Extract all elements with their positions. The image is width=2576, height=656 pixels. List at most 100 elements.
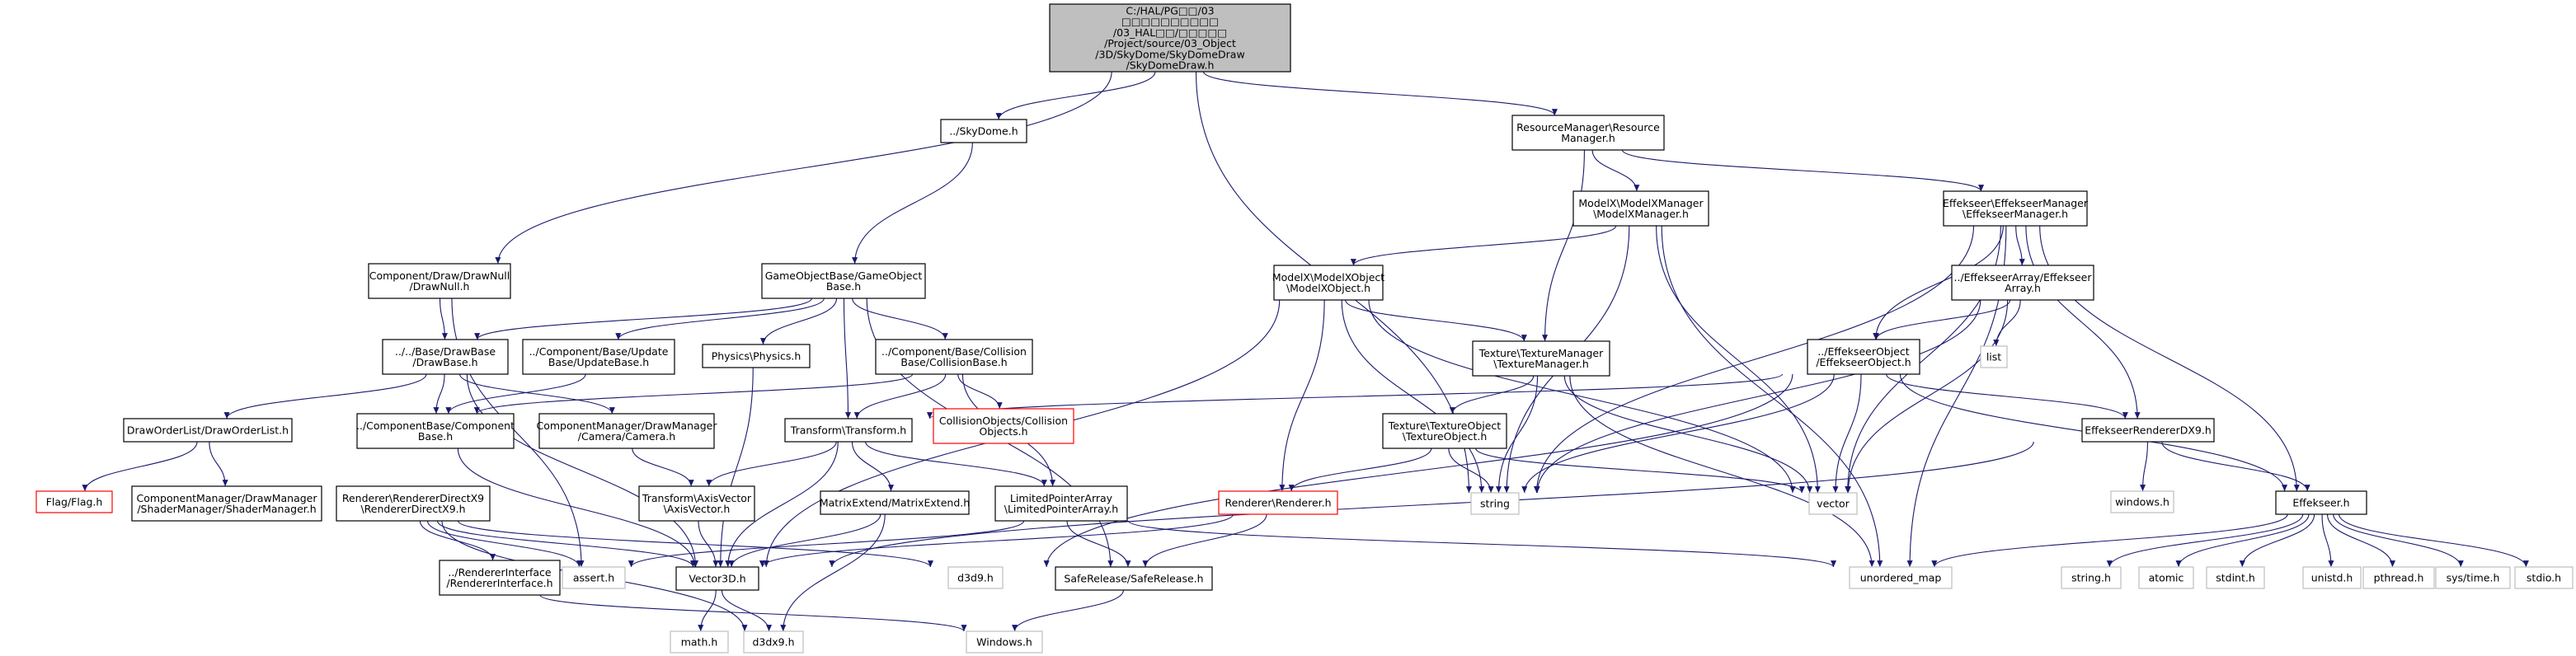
node-string-label-line: string [1480, 498, 1510, 510]
node-shadermgr[interactable]: ComponentManager/DrawManager/ShaderManag… [131, 485, 322, 522]
edge-rendererdx9-to-assert [426, 520, 582, 568]
node-vector3d[interactable]: Vector3D.h [675, 566, 759, 591]
node-modelxobj-label-line: ModelX\ModelXObject [1272, 271, 1384, 283]
edge-rendererdx9-to-vector3d [436, 520, 696, 568]
node-skydome[interactable]: ../SkyDome.h [940, 119, 1027, 143]
node-assert-label-line: assert.h [573, 572, 614, 584]
edge-effmgr-to-effrenderer [2025, 225, 2141, 419]
edge-texobj-to-string [1448, 447, 1494, 494]
node-texobj[interactable]: Texture\TextureObject\TextureObject.h [1382, 413, 1507, 449]
node-effekseer[interactable]: Effekseer.h [2275, 490, 2367, 515]
node-matrixextend-label-line: MatrixExtend/MatrixExtend.h [820, 497, 970, 509]
node-root[interactable]: C:/HAL/PG□□/03□□□□□□□□□□/03_HAL□□/□□□□□/… [1049, 3, 1291, 73]
node-limitedptr[interactable]: LimitedPointerArray\LimitedPointerArray.… [994, 485, 1128, 522]
node-drawbase-box [382, 339, 509, 375]
node-renderer[interactable]: Renderer\Renderer.h [1218, 490, 1338, 515]
node-drawlist[interactable]: DrawOrderList/DrawOrderList.h [123, 418, 293, 443]
edge-effrenderer-to-windows_lc [2140, 441, 2148, 492]
node-rendererdx9-label-line: Renderer\RendererDirectX9 [342, 492, 484, 504]
node-vector-box [1808, 492, 1858, 515]
node-transform-box [784, 418, 913, 443]
edge-root-to-drawnull [495, 71, 1112, 265]
node-matrixextend[interactable]: MatrixExtend/MatrixExtend.h [820, 490, 970, 515]
node-texmgr[interactable]: Texture\TextureManager\TextureManager.h [1472, 340, 1610, 377]
node-componentbase[interactable]: ../ComponentBase/ComponentBase.h [356, 413, 515, 449]
edge-collisionbase-to-componentbase [473, 373, 914, 415]
node-texmgr-box [1472, 340, 1610, 377]
node-root-box [1049, 3, 1291, 73]
node-d3dx9: d3dx9.h [743, 630, 804, 654]
node-rendererinterface-box [439, 560, 561, 596]
node-effekseer-label-line: Effekseer.h [2292, 497, 2349, 509]
node-collisionbase[interactable]: ../Component/Base/CollisionBase/Collisio… [875, 339, 1033, 375]
node-texobj-label-line: Texture\TextureObject [1388, 419, 1502, 432]
node-windows_lc-label-line: windows.h [2115, 496, 2169, 508]
node-collisionobjects[interactable]: CollisionObjects/CollisionObjects.h [933, 408, 1074, 444]
node-flag[interactable]: Flag/Flag.h [35, 490, 113, 513]
node-camera[interactable]: ComponentManager/DrawManager/Camera/Came… [536, 413, 717, 449]
edge-gameobjectbase-to-collisionbase [852, 298, 948, 340]
node-systime-box [2435, 566, 2511, 589]
node-unistd-box [2302, 566, 2362, 589]
node-flag-box [35, 490, 113, 513]
node-resmgr[interactable]: ResourceManager\ResourceManager.h [1511, 115, 1665, 151]
node-skydome-label-line: ../SkyDome.h [949, 125, 1018, 138]
node-stdint-label-line: stdint.h [2216, 572, 2255, 584]
node-windows_lc-box [2110, 490, 2174, 513]
edge-matrixextend-to-d3dx9 [780, 513, 886, 632]
node-collisionobjects-label-line: Objects.h [979, 425, 1027, 438]
node-effarray-label-line: ../EffekseerArray/Effekseer [1954, 271, 2093, 283]
node-effmgr-box [1943, 190, 2088, 227]
node-stdint: stdint.h [2206, 566, 2265, 589]
edge-gameobjectbase-to-drawbase [474, 298, 812, 340]
node-updatebase[interactable]: ../Component/Base/UpdateBase/UpdateBase.… [522, 339, 675, 375]
node-modelxobj-box [1273, 265, 1384, 301]
node-axisvector[interactable]: Transform\AxisVector\AxisVector.h [638, 485, 755, 522]
edge-drawlist-to-flag [82, 441, 198, 492]
node-transform[interactable]: Transform\Transform.h [784, 418, 913, 443]
node-drawbase[interactable]: ../../Base/DrawBase/DrawBase.h [382, 339, 509, 375]
node-list-label-line: list [1986, 351, 2001, 363]
node-modelxobj[interactable]: ModelX\ModelXObject\ModelXObject.h [1272, 265, 1384, 301]
edge-vector3d-to-math [698, 589, 717, 632]
node-math-box [670, 630, 729, 654]
node-gameobjectbase-label-line: GameObjectBase/GameObject [765, 269, 923, 282]
node-modelxmgr[interactable]: ModelX\ModelXManager\ModelXManager.h [1572, 190, 1709, 227]
node-saferelease[interactable]: SafeRelease/SafeRelease.h [1055, 566, 1213, 591]
node-componentbase-label-line: Base.h [418, 430, 453, 443]
node-gameobjectbase[interactable]: GameObjectBase/GameObjectBase.h [761, 263, 926, 299]
node-d3d9: d3d9.h [947, 566, 1004, 589]
node-effarray[interactable]: ../EffekseerArray/EffekseerArray.h [1951, 265, 2094, 301]
node-rendererinterface[interactable]: ../RendererInterface/RendererInterface.h [439, 560, 561, 596]
edge-texobj-to-renderer [1288, 447, 1432, 492]
edge-texmgr-to-texobj [1449, 375, 1535, 415]
node-effobj[interactable]: ../EffekseerObject/EffekseerObject.h [1807, 339, 1920, 375]
edge-renderer-to-saferelease [1142, 513, 1267, 568]
node-string_h-box [2061, 566, 2122, 589]
node-collisionbase-box [875, 339, 1033, 375]
edge-modelxobj-to-string [1341, 299, 1485, 494]
node-rendererdx9-label-line: \RendererDirectX9.h [360, 503, 465, 515]
node-effarray-box [1951, 265, 2094, 301]
edge-transform-to-axisvector [706, 441, 837, 487]
node-drawnull-box [368, 263, 511, 299]
node-axisvector-label-line: \AxisVector.h [664, 503, 731, 515]
node-rendererinterface-label-line: /RendererInterface.h [446, 577, 552, 589]
edge-gameobjectbase-to-physics [759, 298, 838, 345]
node-limitedptr-label-line: LimitedPointerArray [1010, 492, 1113, 504]
node-rendererdx9[interactable]: Renderer\RendererDirectX9\RendererDirect… [336, 485, 491, 522]
node-stdio-label-line: stdio.h [2527, 572, 2561, 584]
node-physics[interactable]: Physics\Physics.h [702, 344, 811, 368]
node-pthread-box [2362, 566, 2435, 589]
edge-effekseer-to-unordered_map [1931, 513, 2288, 568]
node-d3d9-label-line: d3d9.h [957, 572, 994, 584]
node-physics-label-line: Physics\Physics.h [712, 350, 801, 363]
node-effobj-label-line: ../EffekseerObject [1817, 345, 1909, 358]
node-effrenderer[interactable]: EffekseerRendererDX9.h [2081, 418, 2215, 443]
edge-effobj-to-string [1521, 373, 1835, 494]
node-drawnull[interactable]: Component/Draw/DrawNull/DrawNull.h [368, 263, 511, 299]
edge-root-to-resmgr [1203, 71, 1558, 116]
node-effmgr[interactable]: Effekseer\EffekseerManager\EffekseerMana… [1943, 190, 2089, 227]
edge-drawlist-to-shadermgr [209, 441, 228, 487]
